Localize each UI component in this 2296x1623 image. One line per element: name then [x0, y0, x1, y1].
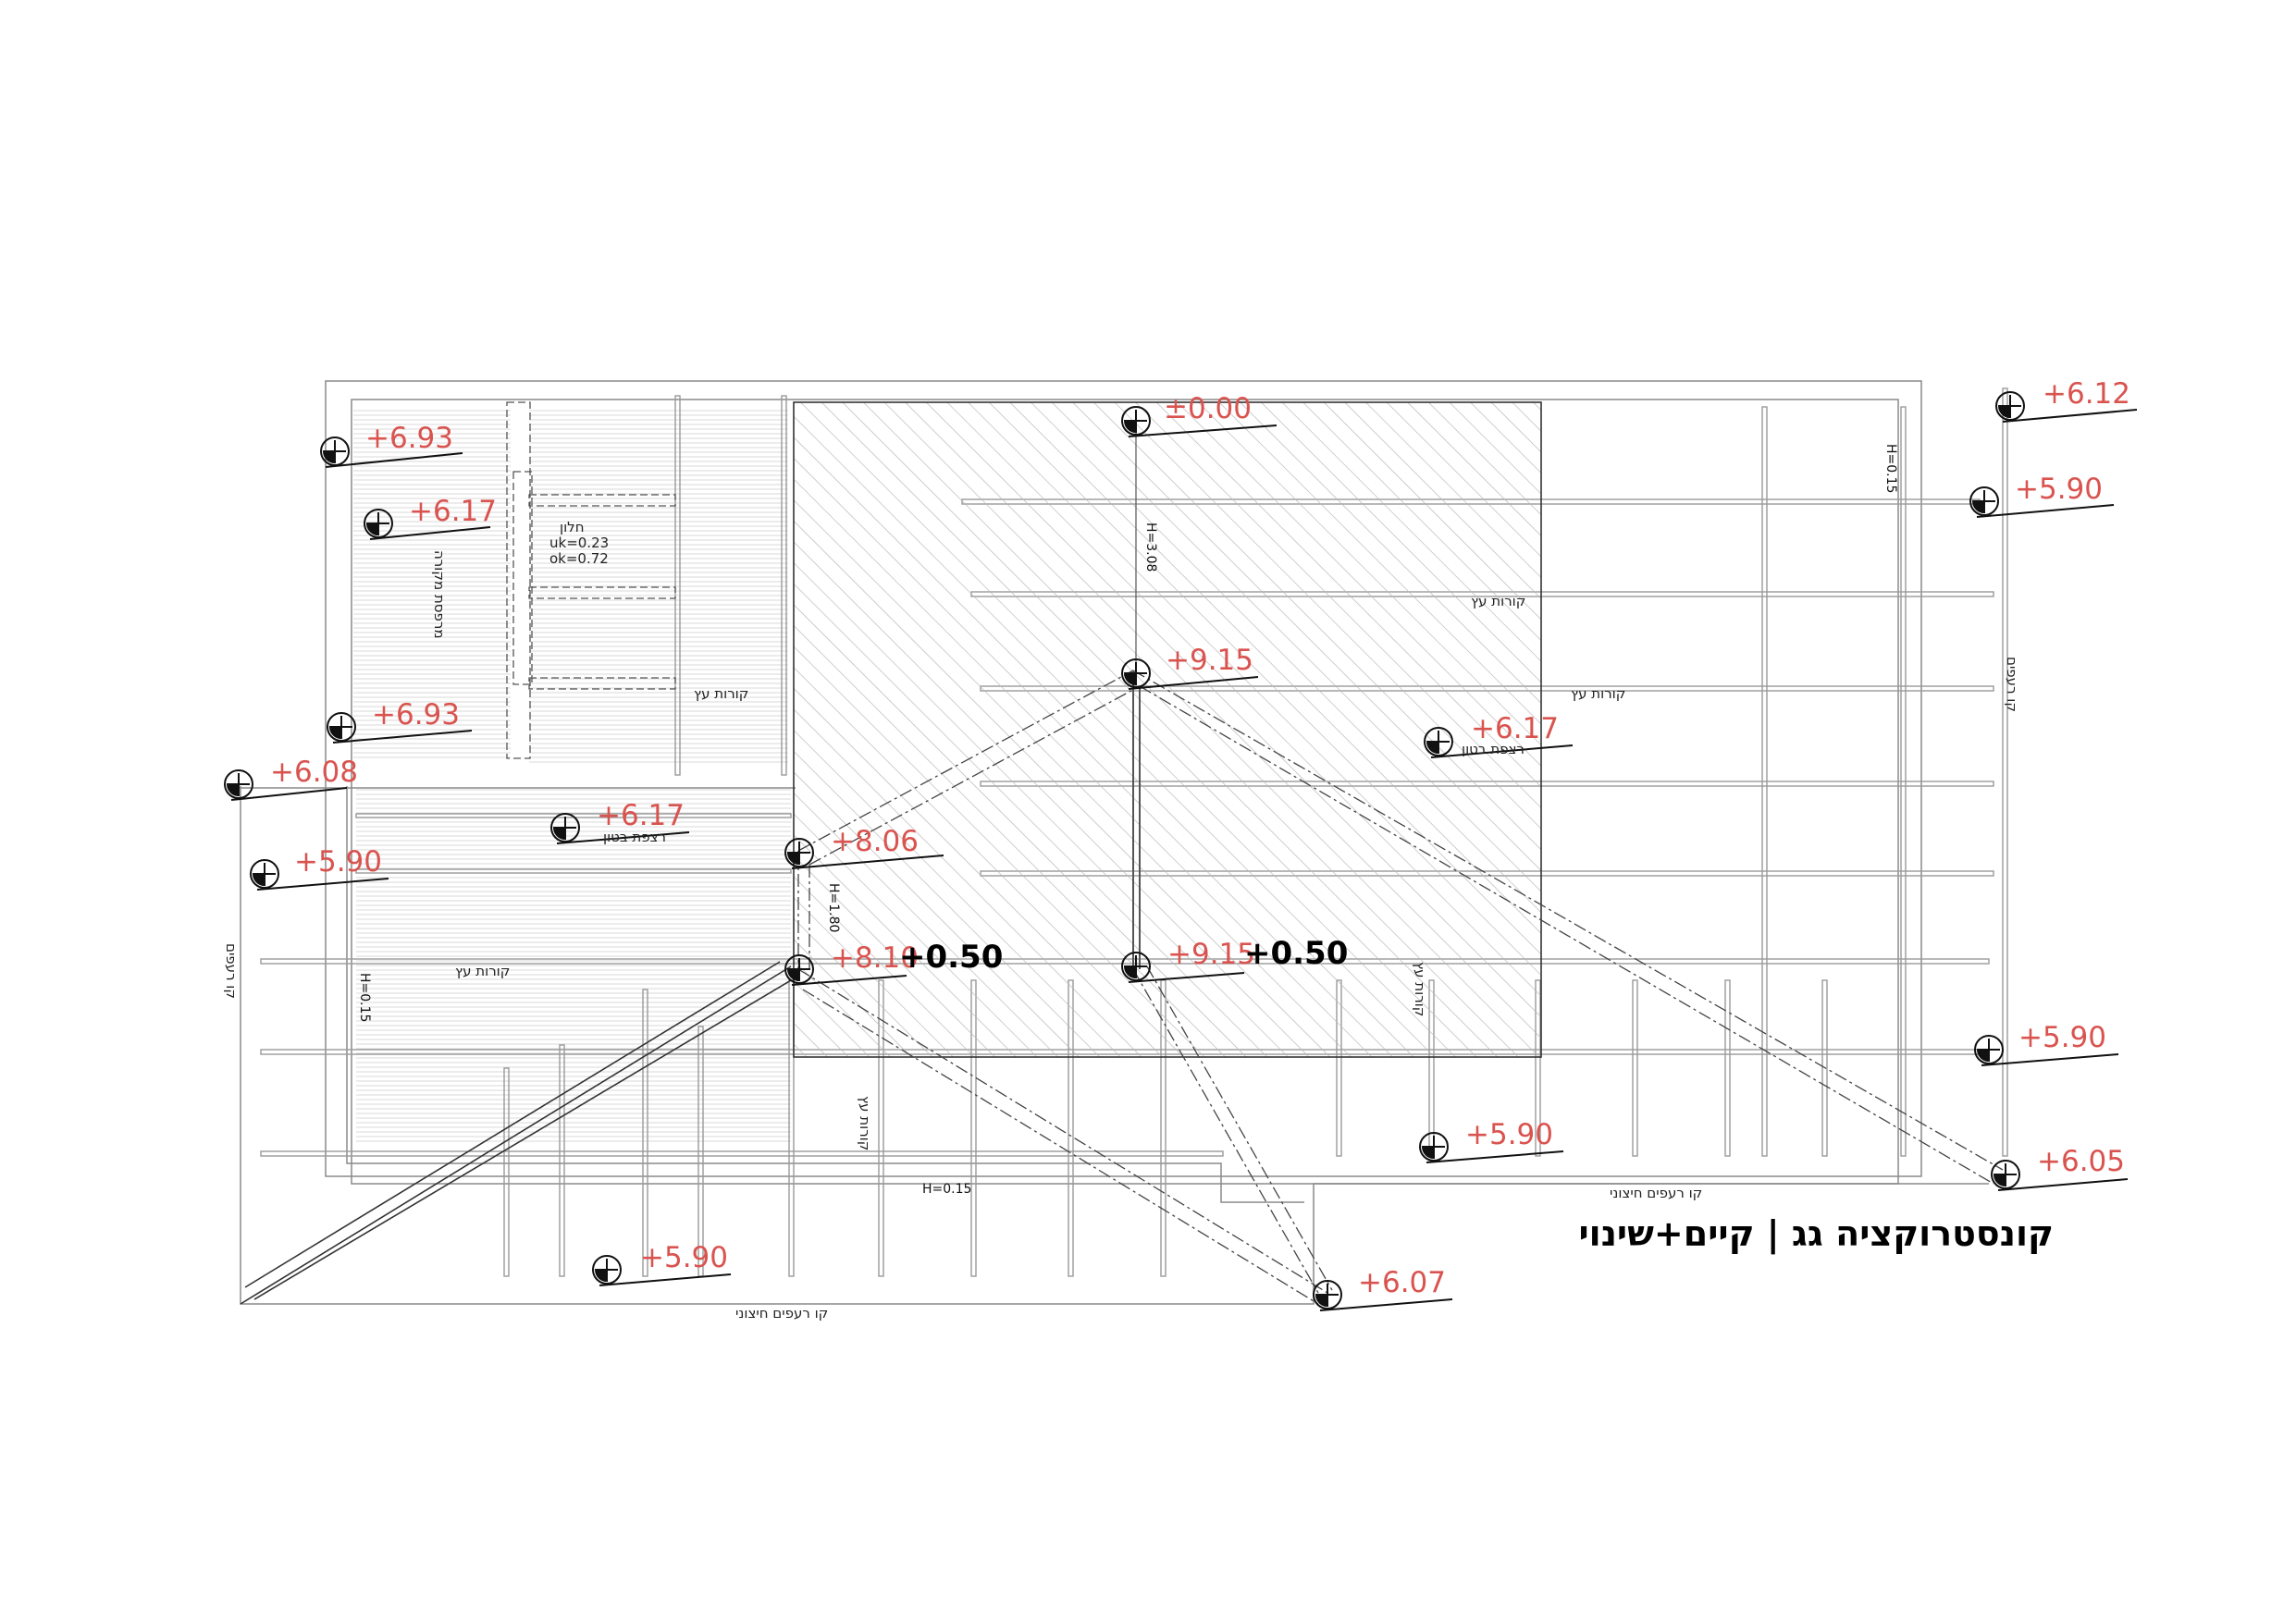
note-wood-beams-3: קורות עץ — [694, 685, 748, 702]
level-hip-left-lower: +8.10 — [831, 941, 919, 975]
dim-bottom: H=0.15 — [922, 1182, 971, 1197]
dim-right-top: H=0.15 — [1883, 444, 1898, 493]
level-right-top-2: +5.90 — [2015, 473, 2103, 506]
level-symbol — [1991, 1160, 2129, 1191]
level-symbol — [784, 954, 907, 986]
note-side-right: קו רעפים — [2004, 657, 2020, 712]
level-symbol — [327, 712, 473, 744]
level-symbol — [1121, 952, 1245, 983]
note-wood-beams-5: קורות עץ — [857, 1096, 873, 1150]
note-wood-beams-4: קורות עץ — [455, 963, 510, 979]
level-zero: ±0.00 — [1164, 392, 1252, 425]
level-center-low: +5.90 — [1465, 1118, 1553, 1151]
level-symbol — [364, 509, 491, 540]
stair-opening — [506, 401, 676, 759]
raised-roof-area — [793, 401, 1542, 1058]
dim-left: H=0.15 — [357, 973, 372, 1022]
note-tile-edge-1: קו רעפים חיצוני — [735, 1305, 828, 1322]
level-symbol — [784, 838, 944, 869]
level-slab-left: +6.17 — [597, 799, 685, 832]
level-symbol — [1969, 486, 2115, 518]
plan-notes: חלון uk=0.23 ok=0.72 מרפסת מקורה קורות ע… — [223, 519, 2020, 1322]
level-symbol — [550, 813, 690, 844]
left-eave — [240, 961, 792, 1305]
level-roof-third-left: +6.93 — [372, 698, 460, 732]
note-wood-beams-1: קורות עץ — [1471, 593, 1525, 609]
level-edge-left-upper: +6.08 — [270, 756, 358, 789]
level-symbol — [1313, 1280, 1453, 1311]
level-markers — [224, 391, 2138, 1311]
level-symbol — [1995, 391, 2138, 423]
level-symbol — [1121, 406, 1278, 437]
dimension-labels: H=0.15 H=0.15 H=0.15 H=3.08 H=1.80 — [357, 444, 1898, 1197]
note-wood-beams-2: קורות עץ — [1571, 685, 1625, 702]
note-concrete-slab-1: רצפת בטון — [603, 829, 666, 845]
level-bottom-left: +5.90 — [640, 1241, 728, 1274]
level-right-corner: +6.05 — [2037, 1145, 2125, 1178]
note-covered-balcony: מרפסת מקורה — [431, 550, 448, 639]
dim-center: H=3.08 — [1143, 523, 1158, 572]
level-bottom-corner: +6.07 — [1358, 1266, 1446, 1299]
note-ok: ok=0.72 — [549, 550, 609, 567]
level-symbol — [1424, 727, 1574, 758]
level-right-top-1: +6.12 — [2043, 377, 2130, 411]
level-ridge-bottom: +9.15 — [1167, 938, 1255, 971]
note-uk: uk=0.23 — [549, 535, 609, 551]
level-symbol — [1121, 658, 1259, 690]
increment-center: +0.50 — [1244, 935, 1348, 972]
level-slab-right: +6.17 — [1471, 712, 1559, 745]
level-hip-left-upper: +8.06 — [831, 825, 919, 858]
level-symbol — [1419, 1132, 1564, 1163]
level-ridge-top: +9.15 — [1166, 644, 1253, 677]
note-tile-edge-2: קו רעפים חיצוני — [1610, 1185, 1702, 1201]
level-symbol — [1974, 1035, 2119, 1066]
level-roof-second-left: +6.17 — [409, 495, 497, 528]
height-increments: +0.50 +0.50 — [899, 935, 1348, 976]
level-symbol — [320, 436, 463, 468]
note-vent: חלון — [560, 519, 585, 535]
level-edge-left-lower: +5.90 — [294, 845, 382, 879]
hip-lines — [797, 670, 2004, 1305]
note-wood-beams-6: קורות עץ — [1412, 962, 1428, 1016]
note-side-left: קו רעפים — [223, 943, 240, 999]
dim-hip: H=1.80 — [826, 883, 841, 932]
level-symbol — [250, 859, 389, 891]
level-symbol — [592, 1255, 732, 1286]
note-concrete-slab-2: רצפת בטון — [1462, 741, 1524, 757]
ridge-line — [1132, 421, 1141, 969]
level-values: +6.93 +6.17 +6.93 +6.08 +5.90 +6.17 ±0.0… — [270, 377, 2130, 1299]
level-right-lower: +5.90 — [2018, 1021, 2106, 1054]
increment-left: +0.50 — [899, 939, 1003, 976]
level-symbol — [224, 769, 348, 801]
drawing-title: קונסטרוקציה גג | קיים+שינוי — [1578, 1213, 2054, 1254]
level-roof-top-left: +6.93 — [365, 422, 453, 455]
